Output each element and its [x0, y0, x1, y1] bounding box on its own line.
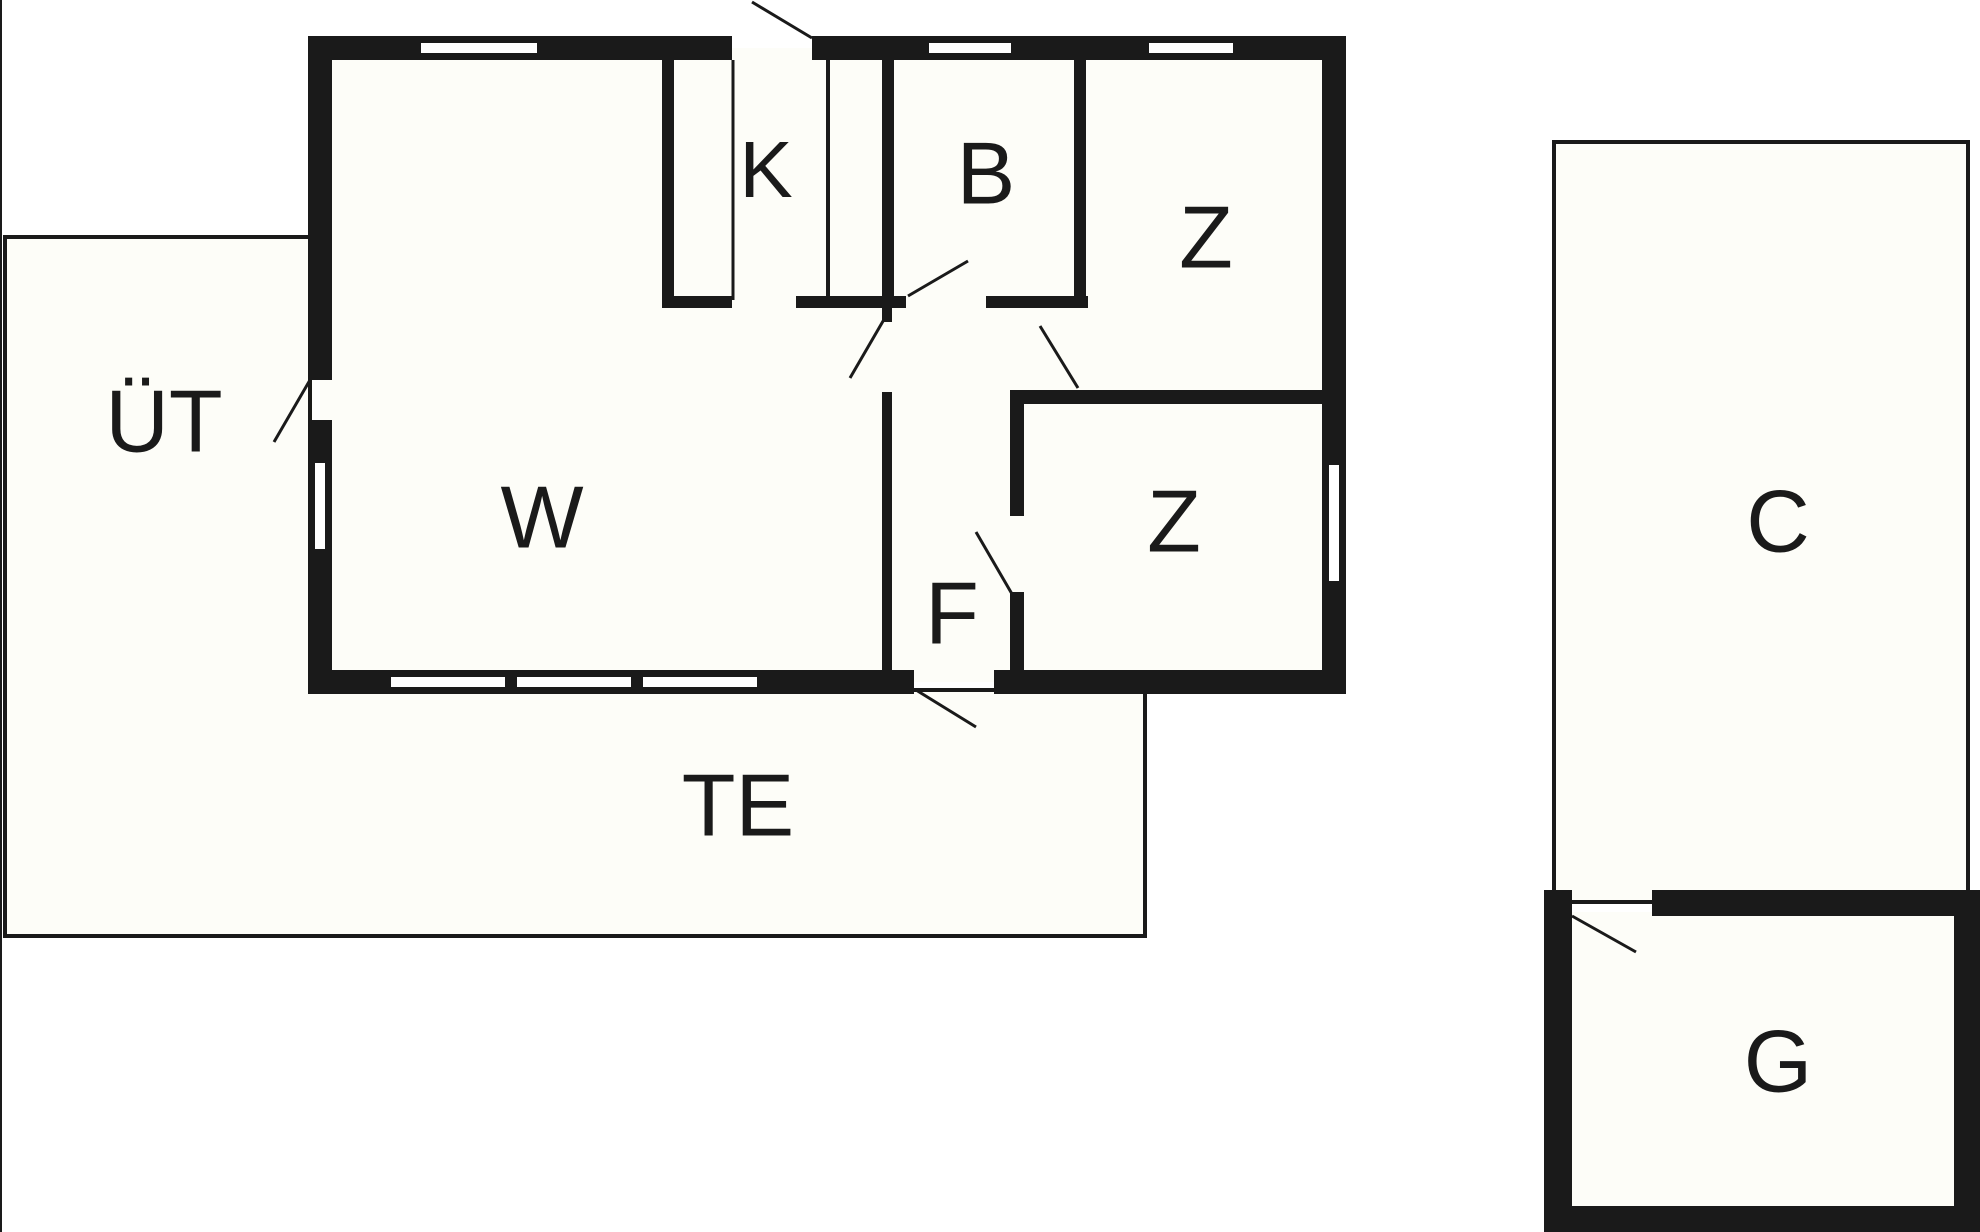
garage-walls — [1544, 890, 1980, 1232]
house-outer-walls — [308, 36, 1346, 694]
room-label-w: W — [500, 467, 583, 566]
garage-floor — [1558, 912, 1954, 1212]
windows — [313, 41, 1341, 689]
room-label-g: G — [1744, 1011, 1812, 1110]
room-label-z-upper: Z — [1179, 187, 1233, 286]
room-label-k: K — [739, 125, 792, 214]
carport-outline — [1552, 140, 1970, 904]
garage-door-swing — [1571, 914, 1637, 954]
door-swings — [272, 0, 1080, 729]
room-label-ut: ÜT — [105, 371, 222, 470]
room-label-f: F — [925, 563, 979, 662]
room-label-te: TE — [682, 755, 794, 854]
room-label-b: B — [957, 123, 1016, 222]
room-label-z-lower: Z — [1147, 471, 1201, 570]
interior-walls — [662, 48, 1336, 682]
room-label-c: C — [1746, 471, 1810, 570]
